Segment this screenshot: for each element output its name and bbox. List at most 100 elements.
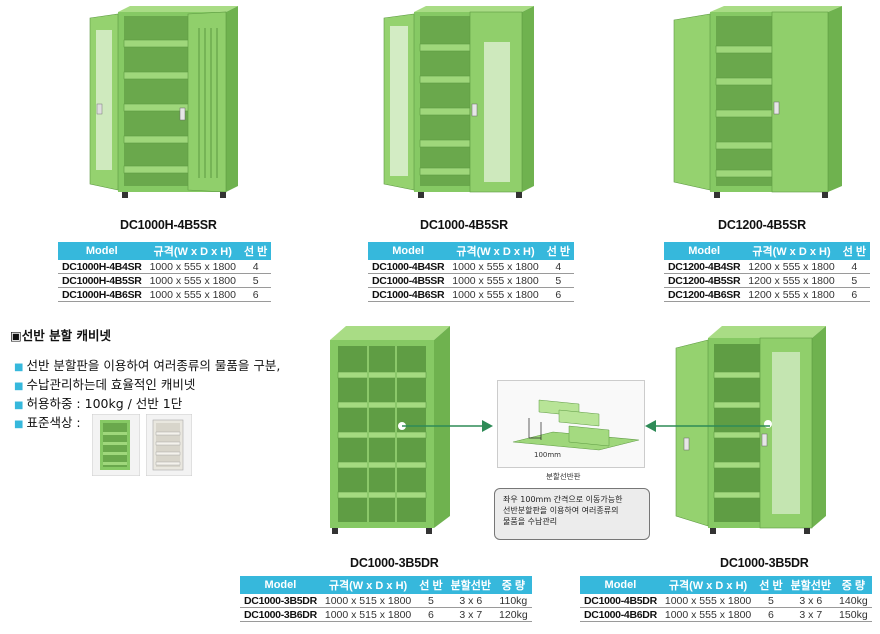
bullet-2: ■수납관리하는데 효율적인 캐비넷 — [14, 377, 196, 392]
cell-size: 1000 x 515 x 1800 — [320, 594, 416, 608]
cell-shelf: 6 — [838, 287, 870, 302]
cell-shelf: 5 — [542, 273, 574, 288]
cell-size: 1200 x 555 x 1800 — [744, 287, 839, 302]
note-box: 좌우 100mm 간격으로 이동가능한 선반분할판을 이용하여 여러종류의 물품… — [494, 488, 650, 540]
th-shelf: 선 반 — [838, 242, 870, 260]
th-model: Model — [580, 576, 661, 594]
th-divider: 분할선반 — [786, 576, 836, 594]
model-title-2: DC1000-4B5SR — [420, 218, 508, 232]
th-model: Model — [58, 242, 146, 260]
arrow-left-icon — [645, 420, 770, 432]
th-size: 규격(W x D x H) — [660, 576, 756, 594]
cell-shelf: 5 — [838, 273, 870, 288]
cell-weight: 140kg — [835, 594, 872, 608]
cell-model: DC1000-3B6DR — [240, 607, 321, 622]
cabinet-image-dc1000h-4b5sr — [89, 6, 238, 198]
cell-model: DC1000H-4B4SR — [58, 260, 146, 274]
th-model: Model — [368, 242, 449, 260]
cabinet-image-dc1200-4b5sr — [673, 6, 842, 198]
note-line-3: 물품을 수납관리 — [503, 517, 558, 526]
cell-shelf: 4 — [838, 260, 870, 274]
cell-size: 1000 x 555 x 1800 — [660, 607, 756, 622]
note-line-2: 선반분할판을 이용하여 여러종류의 — [503, 506, 619, 515]
cell-shelf: 6 — [415, 607, 447, 622]
model-title-4: DC1000-3B5DR — [350, 556, 439, 570]
cell-size: 1000 x 555 x 1800 — [448, 273, 543, 288]
cell-weight: 120kg — [495, 607, 532, 622]
th-shelf: 선 반 — [239, 242, 272, 260]
cell-divider: 3 x 6 — [786, 594, 836, 608]
cell-shelf: 4 — [542, 260, 574, 274]
model-title-1: DC1000H-4B5SR — [120, 218, 217, 232]
cell-size: 1000 x 555 x 1800 — [448, 260, 543, 274]
model-title-5: DC1000-3B5DR — [720, 556, 809, 570]
th-size: 규격(W x D x H) — [145, 242, 240, 260]
arrow-right-icon — [402, 420, 493, 432]
th-weight: 중 량 — [835, 576, 872, 594]
divider-panel-diagram — [512, 399, 640, 451]
cell-shelf: 5 — [415, 594, 447, 608]
th-weight: 중 량 — [495, 576, 532, 594]
bullet-text: 선반 분할판을 이용하여 여러종류의 물품을 구분, — [26, 358, 281, 373]
divider-dimension: 100mm — [534, 451, 561, 459]
th-model: Model — [664, 242, 745, 260]
cell-size: 1000 x 555 x 1800 — [145, 287, 240, 302]
cell-divider: 3 x 7 — [446, 607, 496, 622]
bullet-1: ■선반 분할판을 이용하여 여러종류의 물품을 구분, — [14, 358, 281, 373]
note-line-1: 좌우 100mm 간격으로 이동가능한 — [503, 495, 623, 504]
th-shelf: 선 반 — [415, 576, 447, 594]
color-swatch-green — [92, 414, 140, 476]
bullet-4: ■표준색상 : — [14, 415, 81, 430]
cell-model: DC1000-4B5SR — [368, 273, 449, 288]
cell-model: DC1000-4B6DR — [580, 607, 661, 622]
cell-model: DC1000-3B5DR — [240, 594, 321, 608]
th-shelf: 선 반 — [755, 576, 787, 594]
cell-size: 1000 x 555 x 1800 — [145, 273, 240, 288]
cell-model: DC1200-4B4SR — [664, 260, 745, 274]
model-title-3: DC1200-4B5SR — [718, 218, 806, 232]
cabinet-image-dc1000-3b5dr-open — [330, 326, 450, 534]
cabinet-image-dc1000-4b5sr — [383, 6, 534, 198]
th-shelf: 선 반 — [542, 242, 574, 260]
cell-model: DC1000-4B4SR — [368, 260, 449, 274]
bullet-text: 수납관리하는데 효율적인 캐비넷 — [26, 377, 196, 392]
th-size: 규격(W x D x H) — [744, 242, 839, 260]
divider-panel-box — [497, 380, 645, 468]
cell-model: DC1000H-4B5SR — [58, 273, 146, 288]
th-model: Model — [240, 576, 321, 594]
cell-shelf: 5 — [239, 273, 272, 288]
cell-model: DC1200-4B6SR — [664, 287, 745, 302]
cell-model: DC1200-4B5SR — [664, 273, 745, 288]
cell-size: 1200 x 555 x 1800 — [744, 273, 839, 288]
cell-size: 1000 x 515 x 1800 — [320, 607, 416, 622]
cell-weight: 150kg — [835, 607, 872, 622]
cell-weight: 110kg — [495, 594, 532, 608]
bullet-3: ■허용하중 : 100kg / 선반 1단 — [14, 396, 183, 411]
cell-shelf: 6 — [239, 287, 272, 302]
color-swatch-ivory — [146, 414, 192, 476]
bullet-text: 허용하중 : 100kg / 선반 1단 — [26, 396, 183, 411]
cell-shelf: 5 — [755, 594, 787, 608]
bullet-text: 표준색상 : — [26, 415, 81, 430]
cell-model: DC1000-4B5DR — [580, 594, 661, 608]
cell-size: 1000 x 555 x 1800 — [448, 287, 543, 302]
cell-divider: 3 x 7 — [786, 607, 836, 622]
cell-size: 1000 x 555 x 1800 — [660, 594, 756, 608]
divider-panel-caption: 분할선반판 — [546, 472, 581, 481]
th-size: 규격(W x D x H) — [448, 242, 543, 260]
cell-model: DC1000-4B6SR — [368, 287, 449, 302]
cell-size: 1200 x 555 x 1800 — [744, 260, 839, 274]
cell-shelf: 6 — [542, 287, 574, 302]
